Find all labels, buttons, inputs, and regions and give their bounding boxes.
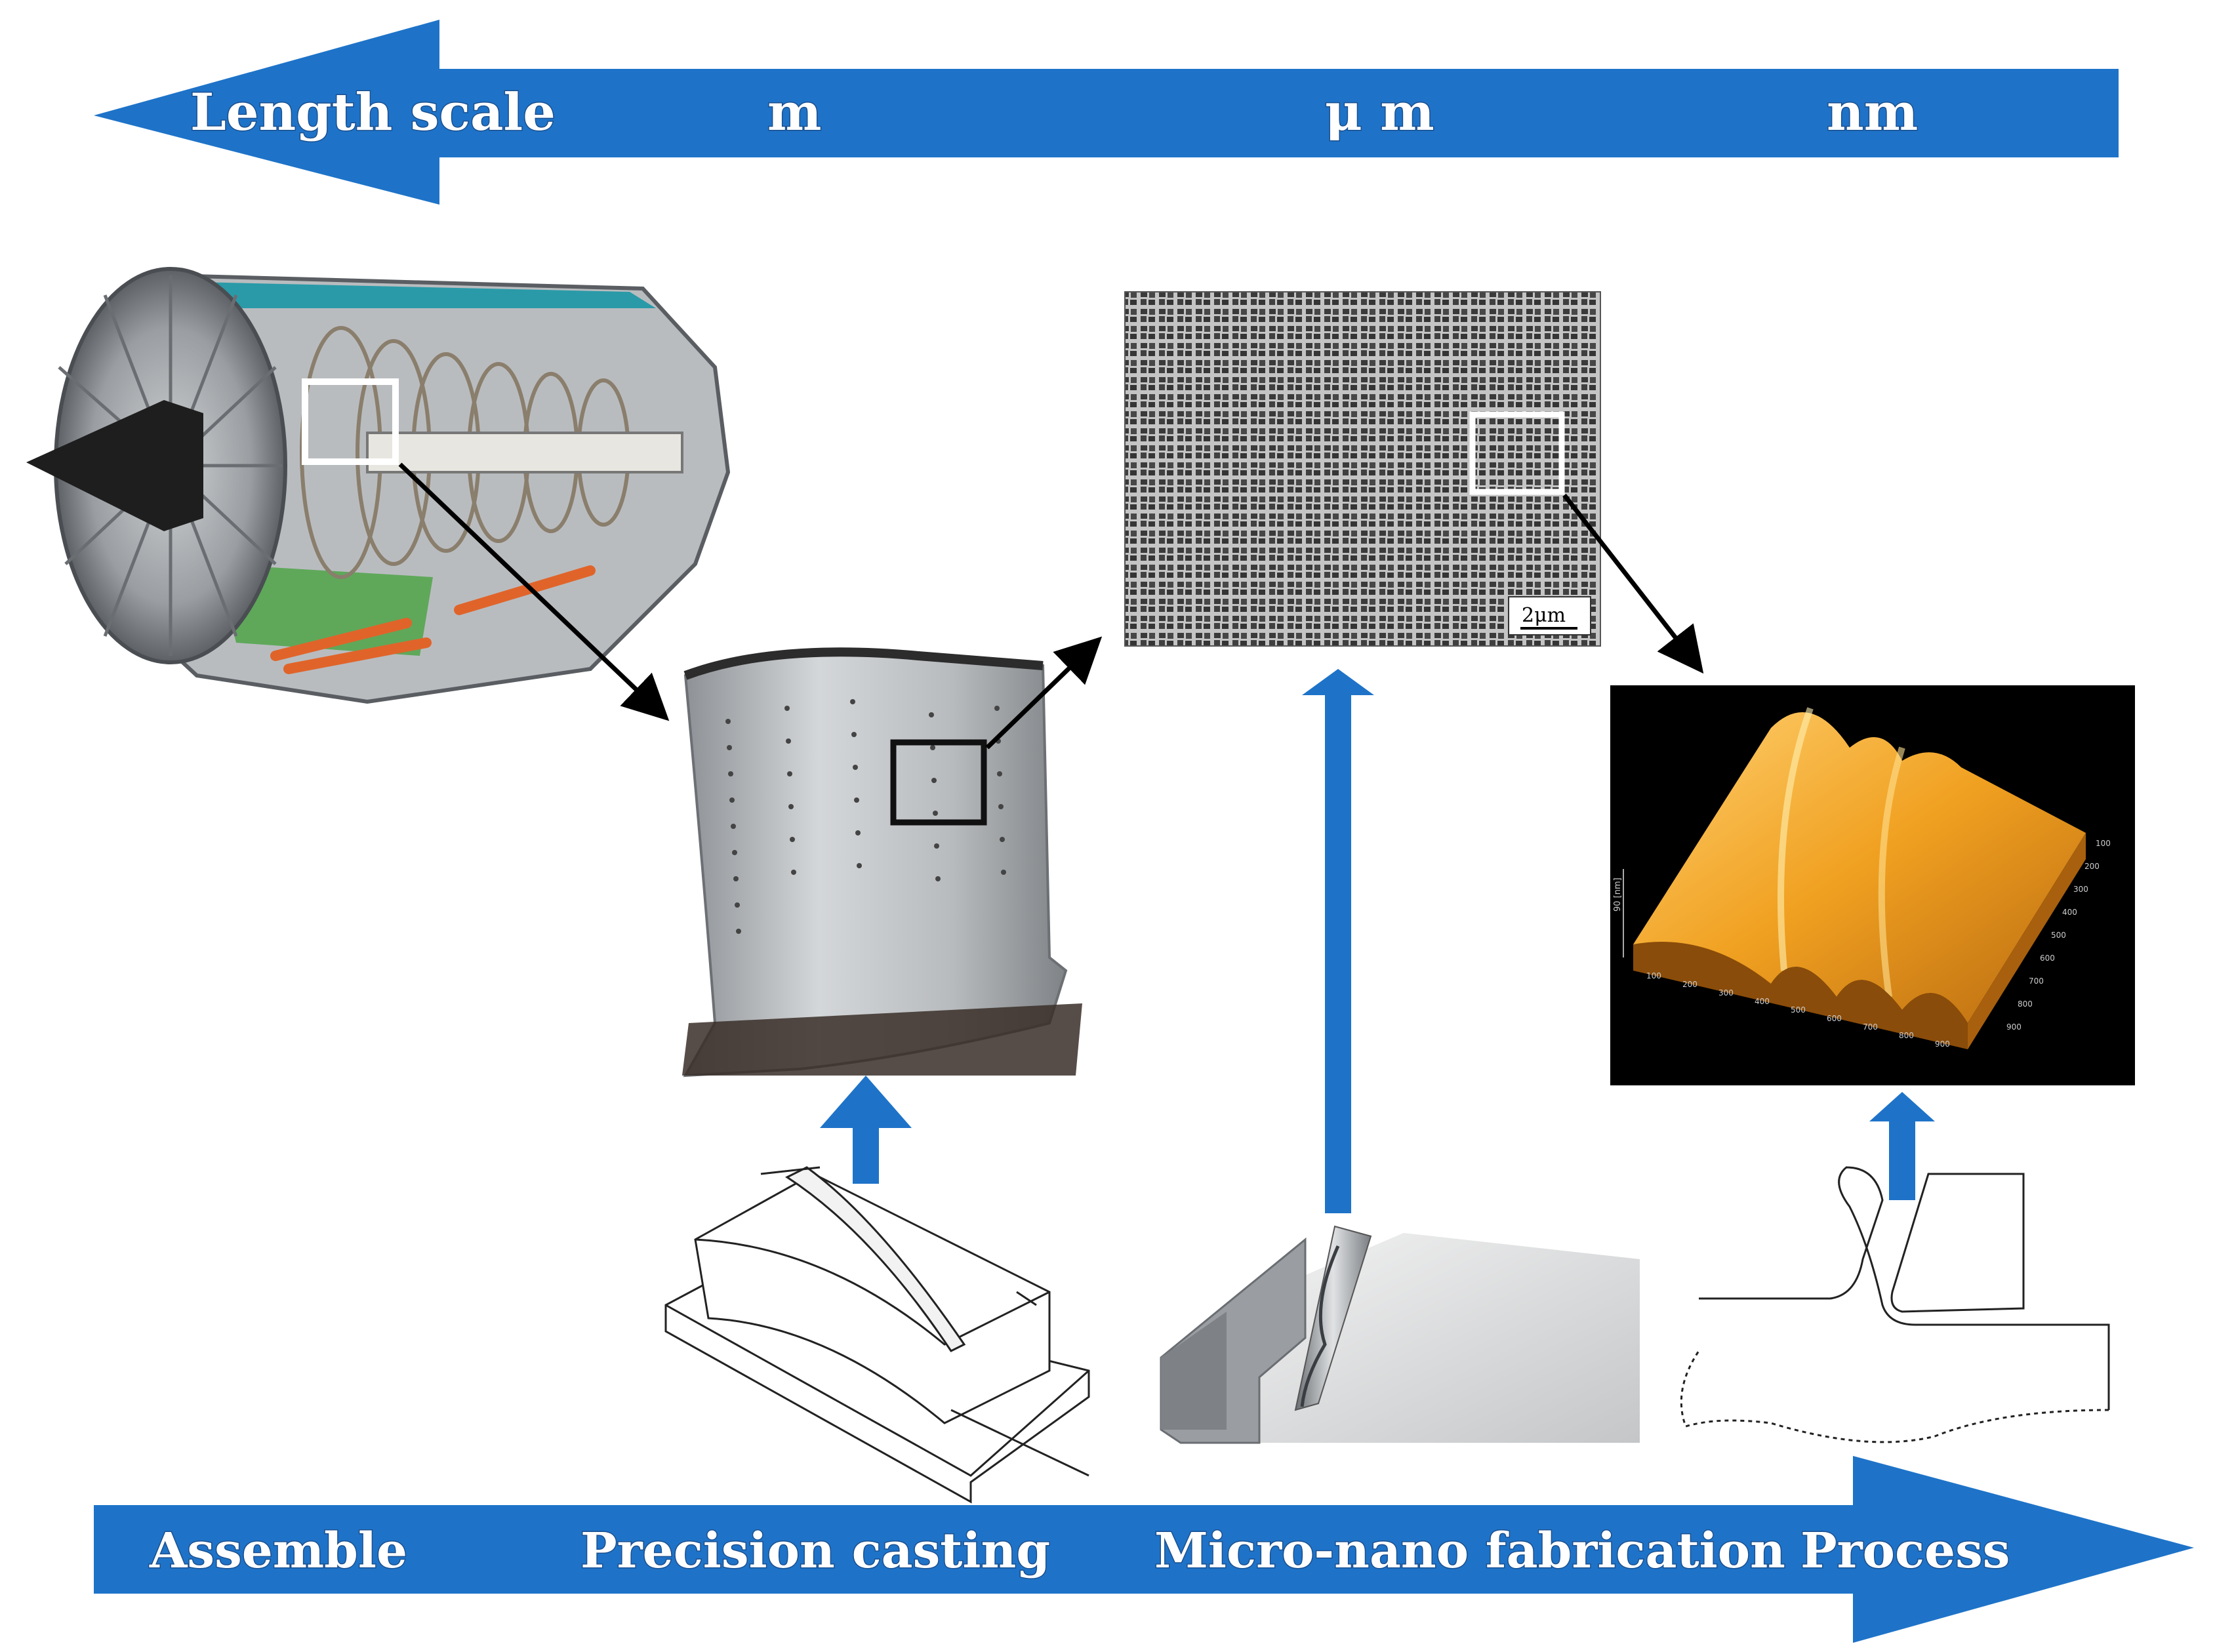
- stage-label-process: Process: [1800, 1523, 2010, 1579]
- process-cross-section-drawing: [1680, 1166, 2110, 1443]
- afm-y-axis-ticks: 100 200 300 400 500 600 700 800 900: [2006, 839, 2111, 1032]
- mold-dimension-line-1: [950, 1409, 1089, 1477]
- up-arrow-process: [1869, 1092, 1935, 1200]
- afm-x-tick: 200: [1682, 980, 1697, 989]
- afm-y-tick: 300: [2073, 885, 2088, 894]
- length-scale-title: Length scale: [190, 83, 556, 142]
- scale-label-m: m: [767, 83, 822, 142]
- process-tool-outline: [1890, 1173, 2025, 1313]
- afm-z-axis-label: 90 [nm]: [1613, 877, 1623, 912]
- blade-detail-box: [890, 739, 987, 826]
- mold-dimension-line-3: [760, 1166, 821, 1175]
- engine-core-shaft: [366, 432, 683, 473]
- engine-orange-pipes: [270, 565, 596, 674]
- micro-milling-image: [1160, 1225, 1640, 1444]
- mold-block-top: [695, 1238, 1050, 1346]
- mold-dimension-line-2: [1016, 1291, 1037, 1306]
- mold-base-top: [665, 1304, 1089, 1477]
- afm-x-axis-ticks: 100 200 300 400 500 600 700 800 900: [1646, 971, 1950, 1049]
- mold-blade-cavity: [784, 1166, 966, 1352]
- fabrication-up-arrows: [820, 669, 1935, 1213]
- afm-x-tick: 600: [1827, 1014, 1842, 1023]
- turbine-blade-top-edge: [683, 647, 1044, 680]
- engine-detail-box: [302, 378, 399, 465]
- afm-x-tick: 800: [1899, 1031, 1914, 1040]
- engine-teal-trim: [197, 282, 656, 308]
- afm-x-tick: 300: [1718, 988, 1734, 997]
- afm-y-tick: 600: [2040, 954, 2055, 963]
- afm-y-tick: 400: [2062, 908, 2077, 917]
- length-scale-arrow: Length scale m μ m nm: [94, 20, 2119, 205]
- scale-label-um: μ m: [1325, 83, 1434, 142]
- process-substrate-outline: [1699, 1166, 2110, 1410]
- afm-y-tick: 100: [2096, 839, 2111, 848]
- stage-label-precision-casting: Precision casting: [580, 1523, 1050, 1579]
- milling-tool-flute: [1300, 1245, 1340, 1407]
- zoom-arrow-engine-to-blade: [398, 462, 670, 721]
- scale-label-nm: nm: [1827, 83, 1918, 142]
- afm-surface-side: [1968, 833, 2086, 1049]
- afm-y-tick: 500: [2051, 931, 2066, 940]
- stage-label-micro-nano-fabrication: Micro-nano fabrication: [1154, 1523, 1785, 1579]
- afm-surface-ridge-1: [1778, 707, 1814, 971]
- afm-surface-top: [1633, 712, 2086, 1023]
- zoom-arrow-blade-to-sem: [985, 636, 1103, 750]
- casting-mold-drawing: [664, 1166, 1090, 1504]
- process-stage-arrow: Assemble Precision casting Micro-nano fa…: [94, 1456, 2194, 1643]
- afm-surface-ridge-2: [1878, 746, 1905, 997]
- milling-workpiece-face: [1161, 1312, 1227, 1430]
- zoom-arrow-sem-to-afm: [1562, 493, 1704, 674]
- afm-x-tick: 100: [1646, 971, 1661, 980]
- stage-label-assemble: Assemble: [149, 1523, 407, 1579]
- afm-x-tick: 900: [1935, 1039, 1950, 1049]
- sem-microstructure-image: 2μm: [1124, 291, 1601, 647]
- turbine-blade-root: [682, 1003, 1082, 1076]
- process-substrate-bottom: [1680, 1350, 2109, 1443]
- afm-x-tick: 400: [1755, 997, 1770, 1006]
- length-scale-arrow-shape: [94, 20, 2119, 205]
- turbine-blade-cooling-holes: [725, 699, 1006, 934]
- afm-y-tick: 800: [2018, 999, 2033, 1009]
- engine-spinner-cone: [26, 400, 203, 531]
- afm-x-tick: 500: [1791, 1005, 1806, 1015]
- up-arrow-casting: [820, 1076, 912, 1184]
- afm-y-tick: 700: [2029, 977, 2044, 986]
- sem-scale-bar-label: 2μm: [1522, 604, 1566, 627]
- process-stage-arrow-shape: [94, 1456, 2194, 1643]
- afm-surface-image: 90 [nm] 100 200 300 400 500 600 700 800 …: [1610, 685, 2135, 1085]
- afm-y-tick: 200: [2084, 862, 2100, 871]
- afm-y-tick: 900: [2006, 1022, 2022, 1032]
- zoom-arrows: [398, 462, 1704, 750]
- turbine-blade-image: [682, 647, 1082, 1078]
- sem-image-frame: [1124, 291, 1601, 647]
- up-arrow-micro-nano: [1302, 669, 1374, 1213]
- afm-x-tick: 700: [1863, 1022, 1878, 1032]
- afm-surface-front: [1633, 942, 1968, 1049]
- jet-engine-image: [26, 267, 731, 704]
- sem-detail-box: [1469, 411, 1565, 495]
- mold-block: [694, 1173, 1051, 1424]
